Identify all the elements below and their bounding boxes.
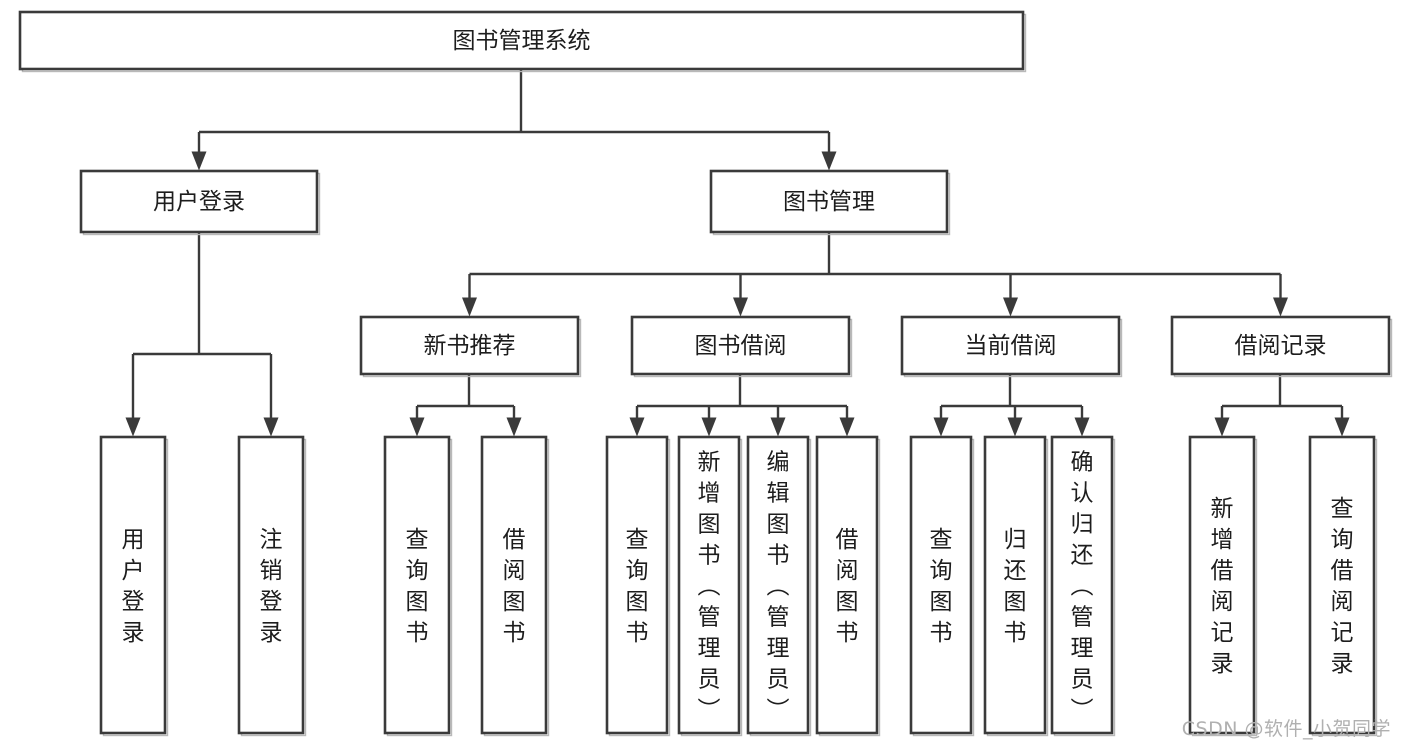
node-label: 归还图书 <box>1004 527 1027 646</box>
node-user-login[interactable]: 用户登录 <box>79 169 321 236</box>
connector-user-login-to-leaves <box>125 232 279 437</box>
node-label: 借阅图书 <box>503 527 526 646</box>
connector-arrow-icon <box>1273 297 1288 317</box>
connector-arrow-icon <box>770 417 786 437</box>
node-label: 确认归还︵管理员︶ <box>1071 450 1094 724</box>
node-label: 用户登录 <box>122 527 145 646</box>
connector-arrow-icon <box>1334 417 1350 437</box>
connector-arrow-icon <box>263 417 279 437</box>
node-label: 图书借阅 <box>695 333 787 359</box>
node-borrow-record[interactable]: 借阅记录 <box>1170 315 1393 378</box>
node-label: 注销登录 <box>260 527 283 646</box>
connector-arrow-icon <box>733 297 748 317</box>
node-leaf-query-book-current[interactable]: 查询图书 <box>909 435 975 737</box>
connector-arrow-icon <box>821 151 837 171</box>
connector-arrow-icon <box>933 417 949 437</box>
node-book-borrow[interactable]: 图书借阅 <box>630 315 853 378</box>
node-leaf-user-login[interactable]: 用户登录 <box>99 435 169 737</box>
node-box[interactable] <box>1050 435 1114 735</box>
node-box[interactable] <box>709 169 949 234</box>
node-label: 查询借阅记录 <box>1331 496 1354 677</box>
node-box[interactable] <box>909 435 973 735</box>
node-label: 借阅图书 <box>836 527 859 646</box>
node-book-management-system[interactable]: 图书管理系统 <box>18 10 1027 73</box>
connector-arrow-icon <box>1214 417 1230 437</box>
node-box[interactable] <box>677 435 741 735</box>
node-label: 用户登录 <box>153 189 245 215</box>
node-label: 新增图书︵管理员︶ <box>698 450 721 724</box>
node-leaf-query-book-borrow[interactable]: 查询图书 <box>605 435 671 737</box>
node-leaf-edit-book-admin[interactable]: 编辑图书︵管理员︶ <box>746 435 812 737</box>
node-box[interactable] <box>1170 315 1391 376</box>
connector-book-borrow-to-leaves <box>629 374 855 437</box>
connector-arrow-icon <box>1007 417 1023 437</box>
node-label: 查询图书 <box>626 527 649 646</box>
node-box[interactable] <box>1308 435 1376 735</box>
node-box[interactable] <box>815 435 879 735</box>
node-box[interactable] <box>1188 435 1256 735</box>
node-label: 编辑图书︵管理员︶ <box>767 450 790 724</box>
node-box[interactable] <box>237 435 305 735</box>
connector-arrow-icon <box>1074 417 1090 437</box>
connector-arrow-icon <box>191 151 207 171</box>
connector-arrow-icon <box>701 417 717 437</box>
connector-arrow-icon <box>839 417 855 437</box>
node-book-management[interactable]: 图书管理 <box>709 169 951 236</box>
node-label: 图书管理系统 <box>453 28 591 54</box>
connector-borrow-record-to-leaves <box>1214 374 1350 437</box>
node-label: 查询图书 <box>930 527 953 646</box>
connector-root-to-level2 <box>191 69 837 171</box>
node-leaf-query-book-recommend[interactable]: 查询图书 <box>383 435 453 737</box>
node-leaf-add-borrow-record[interactable]: 新增借阅记录 <box>1188 435 1258 737</box>
nodes-layer: 图书管理系统用户登录图书管理新书推荐图书借阅当前借阅借阅记录用户登录注销登录查询… <box>18 10 1393 737</box>
node-box[interactable] <box>79 169 319 234</box>
node-leaf-logout-login[interactable]: 注销登录 <box>237 435 307 737</box>
node-leaf-query-borrow-record[interactable]: 查询借阅记录 <box>1308 435 1378 737</box>
node-new-book-recommend[interactable]: 新书推荐 <box>359 315 582 378</box>
node-label: 借阅记录 <box>1235 333 1327 359</box>
node-label: 新书推荐 <box>424 333 516 359</box>
connector-arrow-icon <box>506 417 522 437</box>
node-label: 当前借阅 <box>965 333 1057 359</box>
node-leaf-add-book-admin[interactable]: 新增图书︵管理员︶ <box>677 435 743 737</box>
node-box[interactable] <box>605 435 669 735</box>
node-leaf-borrow-book[interactable]: 借阅图书 <box>815 435 881 737</box>
node-leaf-confirm-return-admin[interactable]: 确认归还︵管理员︶ <box>1050 435 1116 737</box>
node-box[interactable] <box>900 315 1121 376</box>
node-current-borrow[interactable]: 当前借阅 <box>900 315 1123 378</box>
connector-new-book-recommend-to-leaves <box>409 374 522 437</box>
node-label: 新增借阅记录 <box>1211 496 1234 677</box>
node-box[interactable] <box>18 10 1025 71</box>
connector-arrow-icon <box>462 297 477 317</box>
connector-arrow-icon <box>125 417 141 437</box>
connector-arrow-icon <box>1003 297 1018 317</box>
node-box[interactable] <box>983 435 1047 735</box>
connectors-layer <box>125 69 1350 437</box>
node-leaf-return-book[interactable]: 归还图书 <box>983 435 1049 737</box>
connector-arrow-icon <box>409 417 425 437</box>
node-box[interactable] <box>359 315 580 376</box>
node-box[interactable] <box>630 315 851 376</box>
node-label: 图书管理 <box>783 189 875 215</box>
node-box[interactable] <box>383 435 451 735</box>
connector-book-management-to-level3 <box>462 232 1288 317</box>
connector-arrow-icon <box>629 417 645 437</box>
node-leaf-borrow-book-recommend[interactable]: 借阅图书 <box>480 435 550 737</box>
connector-current-borrow-to-leaves <box>933 374 1090 437</box>
node-box[interactable] <box>480 435 548 735</box>
node-label: 查询图书 <box>406 527 429 646</box>
node-box[interactable] <box>746 435 810 735</box>
node-box[interactable] <box>99 435 167 735</box>
